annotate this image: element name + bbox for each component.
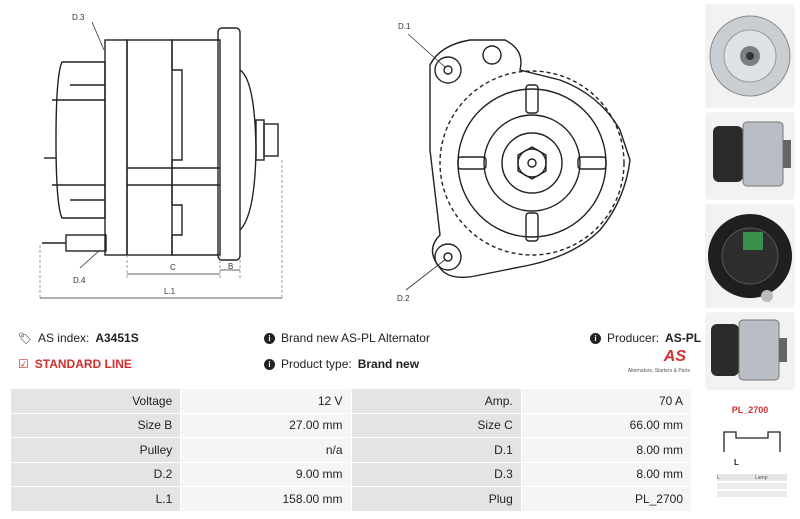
- spec-value: 27.00 mm: [180, 412, 352, 438]
- spec-table: Voltage 12 V Amp. 70 A Size B 27.00 mm S…: [9, 388, 693, 512]
- front-view-drawing: [429, 39, 631, 278]
- spec-value: 158.00 mm: [180, 486, 352, 512]
- as-pl-logo: AS Alternators, Starters & Parts: [628, 348, 690, 378]
- product-type-row: i Product type: Brand new: [264, 357, 419, 371]
- spec-value: 70 A: [520, 388, 693, 414]
- dimension-arrows: [40, 21, 282, 299]
- spec-value: 66.00 mm: [520, 412, 693, 438]
- product-photo-angle[interactable]: [705, 312, 795, 390]
- spec-key: Pulley: [9, 437, 182, 463]
- dim-label-l1: L.1: [164, 287, 176, 296]
- table-row: D.2 9.00 mm D.3 8.00 mm: [9, 461, 693, 487]
- spec-key: D.3: [350, 461, 522, 487]
- side-view-drawing: [42, 27, 279, 261]
- front-view-leaders: [405, 33, 447, 291]
- plug-legend-key: L: [717, 474, 720, 481]
- table-row: L.1 158.00 mm Plug PL_2700: [9, 486, 693, 512]
- spec-value: 9.00 mm: [180, 461, 352, 487]
- plug-diagram: [723, 431, 781, 452]
- info-icon: i: [264, 358, 275, 370]
- spec-key: L.1: [9, 486, 182, 512]
- table-row: Pulley n/a D.1 8.00 mm: [9, 437, 693, 463]
- as-index-value: A3451S: [95, 331, 139, 345]
- as-index-row: 🏷 AS index: A3451S: [18, 331, 139, 345]
- producer-row: i Producer: AS-PL: [590, 331, 701, 345]
- spec-key: Plug: [350, 486, 522, 512]
- dim-label-c: C: [170, 263, 176, 272]
- info-icon: i: [264, 332, 275, 344]
- logo-text: AS: [663, 348, 686, 365]
- plug-legend-row-empty: [717, 483, 787, 489]
- product-type-label: Product type:: [281, 357, 352, 371]
- checkbox-icon: ☑: [18, 357, 29, 371]
- brand-new-text: Brand new AS-PL Alternator: [281, 331, 430, 345]
- tag-icon: 🏷: [18, 332, 32, 345]
- as-index-label: AS index:: [37, 331, 90, 345]
- plug-code-label: PL_2700: [731, 405, 769, 415]
- plug-legend-row: L Lamp: [717, 474, 787, 481]
- spec-value: n/a: [180, 437, 352, 463]
- spec-key: Size B: [9, 412, 182, 438]
- spec-value: 12 V: [180, 388, 352, 414]
- product-photo-side[interactable]: [705, 112, 795, 200]
- product-type-value: Brand new: [357, 357, 420, 371]
- standard-line-label: STANDARD LINE: [34, 357, 132, 371]
- spec-key: Amp.: [350, 388, 522, 414]
- plug-legend-row-empty: [717, 491, 787, 497]
- dim-label-d1: D.1: [398, 22, 411, 31]
- spec-key: Voltage: [9, 388, 182, 414]
- producer-value: AS-PL: [665, 331, 702, 345]
- spec-value: 8.00 mm: [520, 461, 693, 487]
- dim-label-d2: D.2: [397, 294, 410, 303]
- plug-dim-label: L: [734, 458, 739, 467]
- logo-tagline: Alternators, Starters & Parts: [627, 368, 690, 374]
- table-row: Size B 27.00 mm Size C 66.00 mm: [9, 412, 693, 438]
- brand-new-row: i Brand new AS-PL Alternator: [264, 331, 430, 345]
- spec-key: Size C: [350, 412, 522, 438]
- product-photo-rear[interactable]: [705, 204, 795, 308]
- dim-label-d4: D.4: [73, 276, 86, 285]
- spec-value: 8.00 mm: [520, 437, 693, 463]
- table-row: Voltage 12 V Amp. 70 A: [9, 388, 693, 414]
- producer-label: Producer:: [607, 331, 660, 345]
- info-icon: i: [590, 332, 601, 344]
- spec-value: PL_2700: [520, 486, 693, 512]
- standard-line-row: ☑ STANDARD LINE: [18, 357, 132, 371]
- spec-key: D.2: [9, 461, 182, 487]
- product-photo-front[interactable]: [705, 4, 795, 108]
- technical-drawing: [39, 21, 631, 300]
- plug-legend-value: Lamp: [755, 474, 768, 481]
- dim-label-b: B: [228, 262, 234, 271]
- spec-key: D.1: [350, 437, 522, 463]
- dim-label-d3: D.3: [72, 13, 85, 22]
